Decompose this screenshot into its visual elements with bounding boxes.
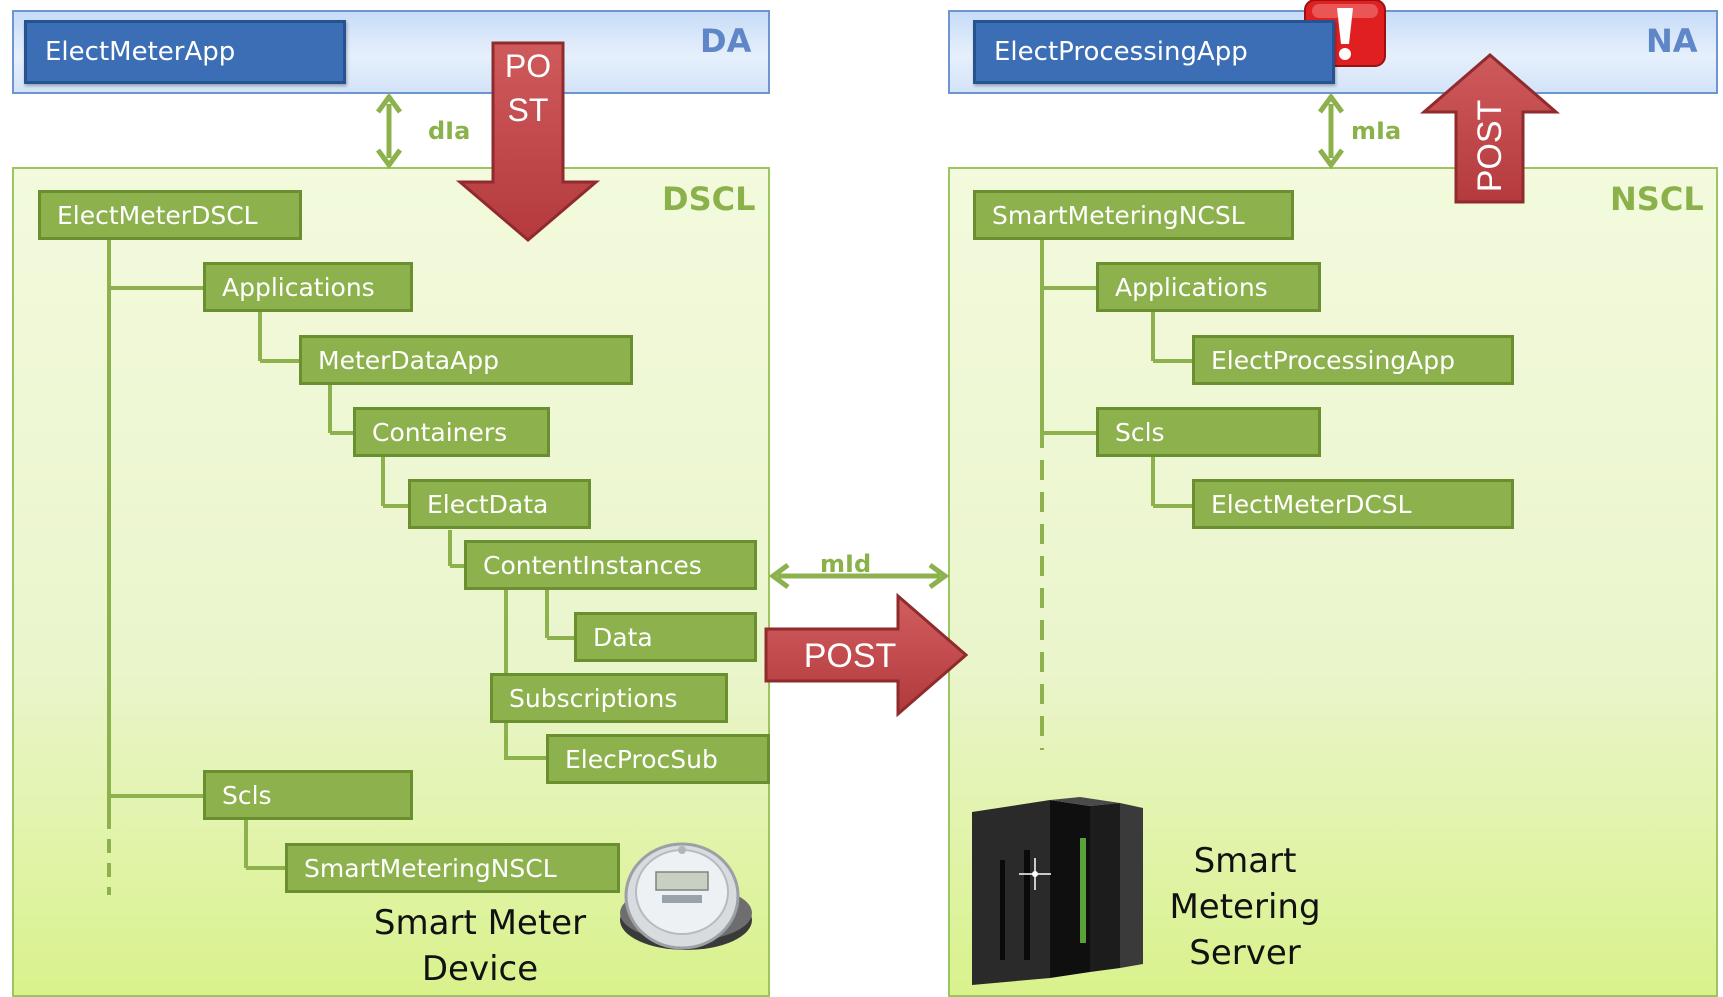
- post-up-arrow: [1419, 53, 1561, 204]
- post-up-label: POST: [1471, 99, 1509, 193]
- smart-metering-server-caption: Smart Metering Server: [1150, 838, 1340, 976]
- node-right-applications: Applications: [1096, 262, 1321, 312]
- node-smart-metering-nscl: SmartMeteringNSCL: [285, 843, 620, 893]
- nscl-label: NSCL: [1610, 180, 1704, 218]
- dia-interface-arrow: [375, 92, 403, 170]
- server-caption-line2: Metering: [1169, 887, 1321, 927]
- post-down-arrow: [455, 41, 601, 242]
- node-applications: Applications: [203, 262, 413, 312]
- smart-meter-device-caption: Smart Meter Device: [345, 900, 615, 992]
- elect-processing-app-box: ElectProcessingApp: [973, 20, 1335, 84]
- node-elect-meter-dscl: ElectMeterDSCL: [38, 190, 302, 240]
- node-right-scls: Scls: [1096, 407, 1321, 457]
- mia-interface-arrow: [1317, 92, 1345, 170]
- mia-label: mIa: [1351, 117, 1402, 145]
- dia-label: dIa: [428, 117, 471, 145]
- node-elec-proc-sub: ElecProcSub: [546, 734, 770, 784]
- mid-label: mId: [820, 550, 872, 578]
- node-subscriptions: Subscriptions: [490, 673, 728, 723]
- node-containers: Containers: [353, 407, 550, 457]
- server-rack-icon: [972, 797, 1143, 985]
- nscl-tree-lines: [1040, 240, 1193, 508]
- server-caption-line3: Server: [1189, 933, 1301, 973]
- node-content-instances: ContentInstances: [464, 540, 757, 590]
- smart-meter-icon: [620, 842, 752, 950]
- device-caption-line1: Smart Meter: [373, 903, 587, 943]
- node-elect-data: ElectData: [408, 479, 591, 529]
- da-label: DA: [700, 22, 752, 60]
- mid-interface-arrow: [768, 562, 950, 590]
- elect-meter-app-box: ElectMeterApp: [24, 20, 346, 84]
- node-meter-data-app: MeterDataApp: [299, 335, 633, 385]
- post-right-label: POST: [803, 637, 897, 675]
- dscl-label: DSCL: [662, 180, 756, 218]
- node-smart-metering-ncsl: SmartMeteringNCSL: [973, 190, 1294, 240]
- post-right-arrow: [764, 592, 969, 718]
- device-caption-line2: Device: [421, 949, 539, 989]
- node-data: Data: [574, 612, 757, 662]
- post-down-label: POST: [504, 48, 552, 128]
- node-right-elect-processing-app: ElectProcessingApp: [1192, 335, 1514, 385]
- node-right-elect-meter-dcsl: ElectMeterDCSL: [1192, 479, 1514, 529]
- na-label: NA: [1646, 22, 1698, 60]
- node-scls: Scls: [203, 770, 413, 820]
- server-caption-line1: Smart: [1193, 841, 1297, 881]
